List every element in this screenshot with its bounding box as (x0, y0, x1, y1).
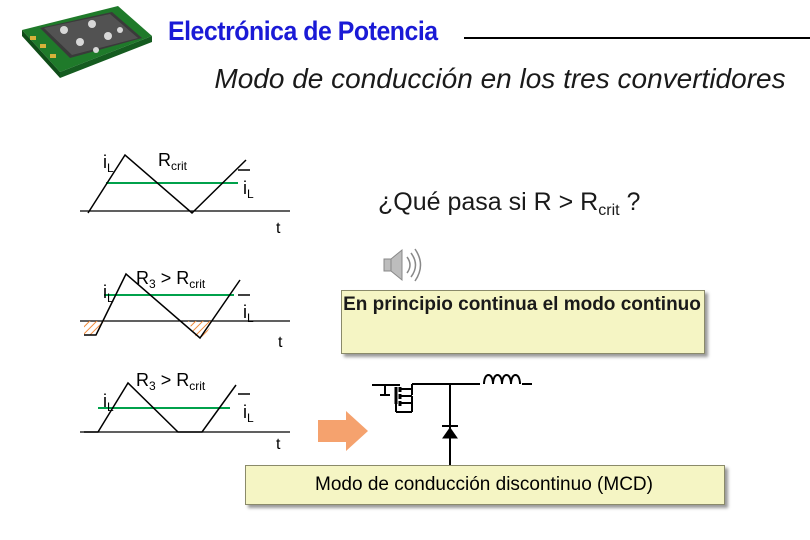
diode-symbol (442, 425, 458, 439)
plot-1-current-wave (87, 153, 247, 215)
plot-1-time-label: t (276, 220, 281, 237)
plot-2-current-label: iL (103, 282, 114, 305)
plot-2-current-wave (84, 272, 241, 340)
inductor-symbol (483, 374, 532, 385)
conclusion-box (245, 465, 725, 505)
plot-2-hatch-left (84, 321, 104, 335)
header-rule (464, 37, 810, 39)
plot-3-current-label: iL (103, 391, 114, 414)
buck-converter-circuit (372, 374, 532, 467)
question-text: ¿Qué pasa si R > Rcrit ? (378, 188, 641, 219)
right-arrow-icon (318, 411, 368, 451)
answer-box (341, 290, 705, 354)
plot-3-avg-label: iL (243, 402, 254, 425)
plot-1 (80, 153, 290, 215)
answer-text: En principio continua el modo continuo (343, 294, 701, 315)
power-module-photo (22, 6, 152, 78)
slide-title: Modo de conducción en los tres convertid… (214, 63, 786, 94)
mosfet-symbol (372, 384, 413, 413)
plot-3-current-wave (84, 381, 237, 433)
plot-2-time-label: t (278, 334, 283, 351)
plot-3-condition-label: R3 > Rcrit (136, 370, 206, 393)
plot-2 (80, 272, 290, 340)
plot-3 (80, 381, 290, 433)
speaker-icon (383, 248, 422, 282)
plot-2-avg-label: iL (243, 302, 254, 325)
plot-1-condition-label: Rcrit (158, 150, 187, 173)
plot-3-time-label: t (276, 436, 281, 453)
plot-1-avg-label: iL (243, 178, 254, 201)
plot-2-condition-label: R3 > Rcrit (136, 268, 206, 291)
conclusion-text: Modo de conducción discontinuo (MCD) (315, 474, 653, 495)
header-title: Electrónica de Potencia (168, 16, 438, 46)
plot-1-current-label: iL (103, 152, 114, 175)
